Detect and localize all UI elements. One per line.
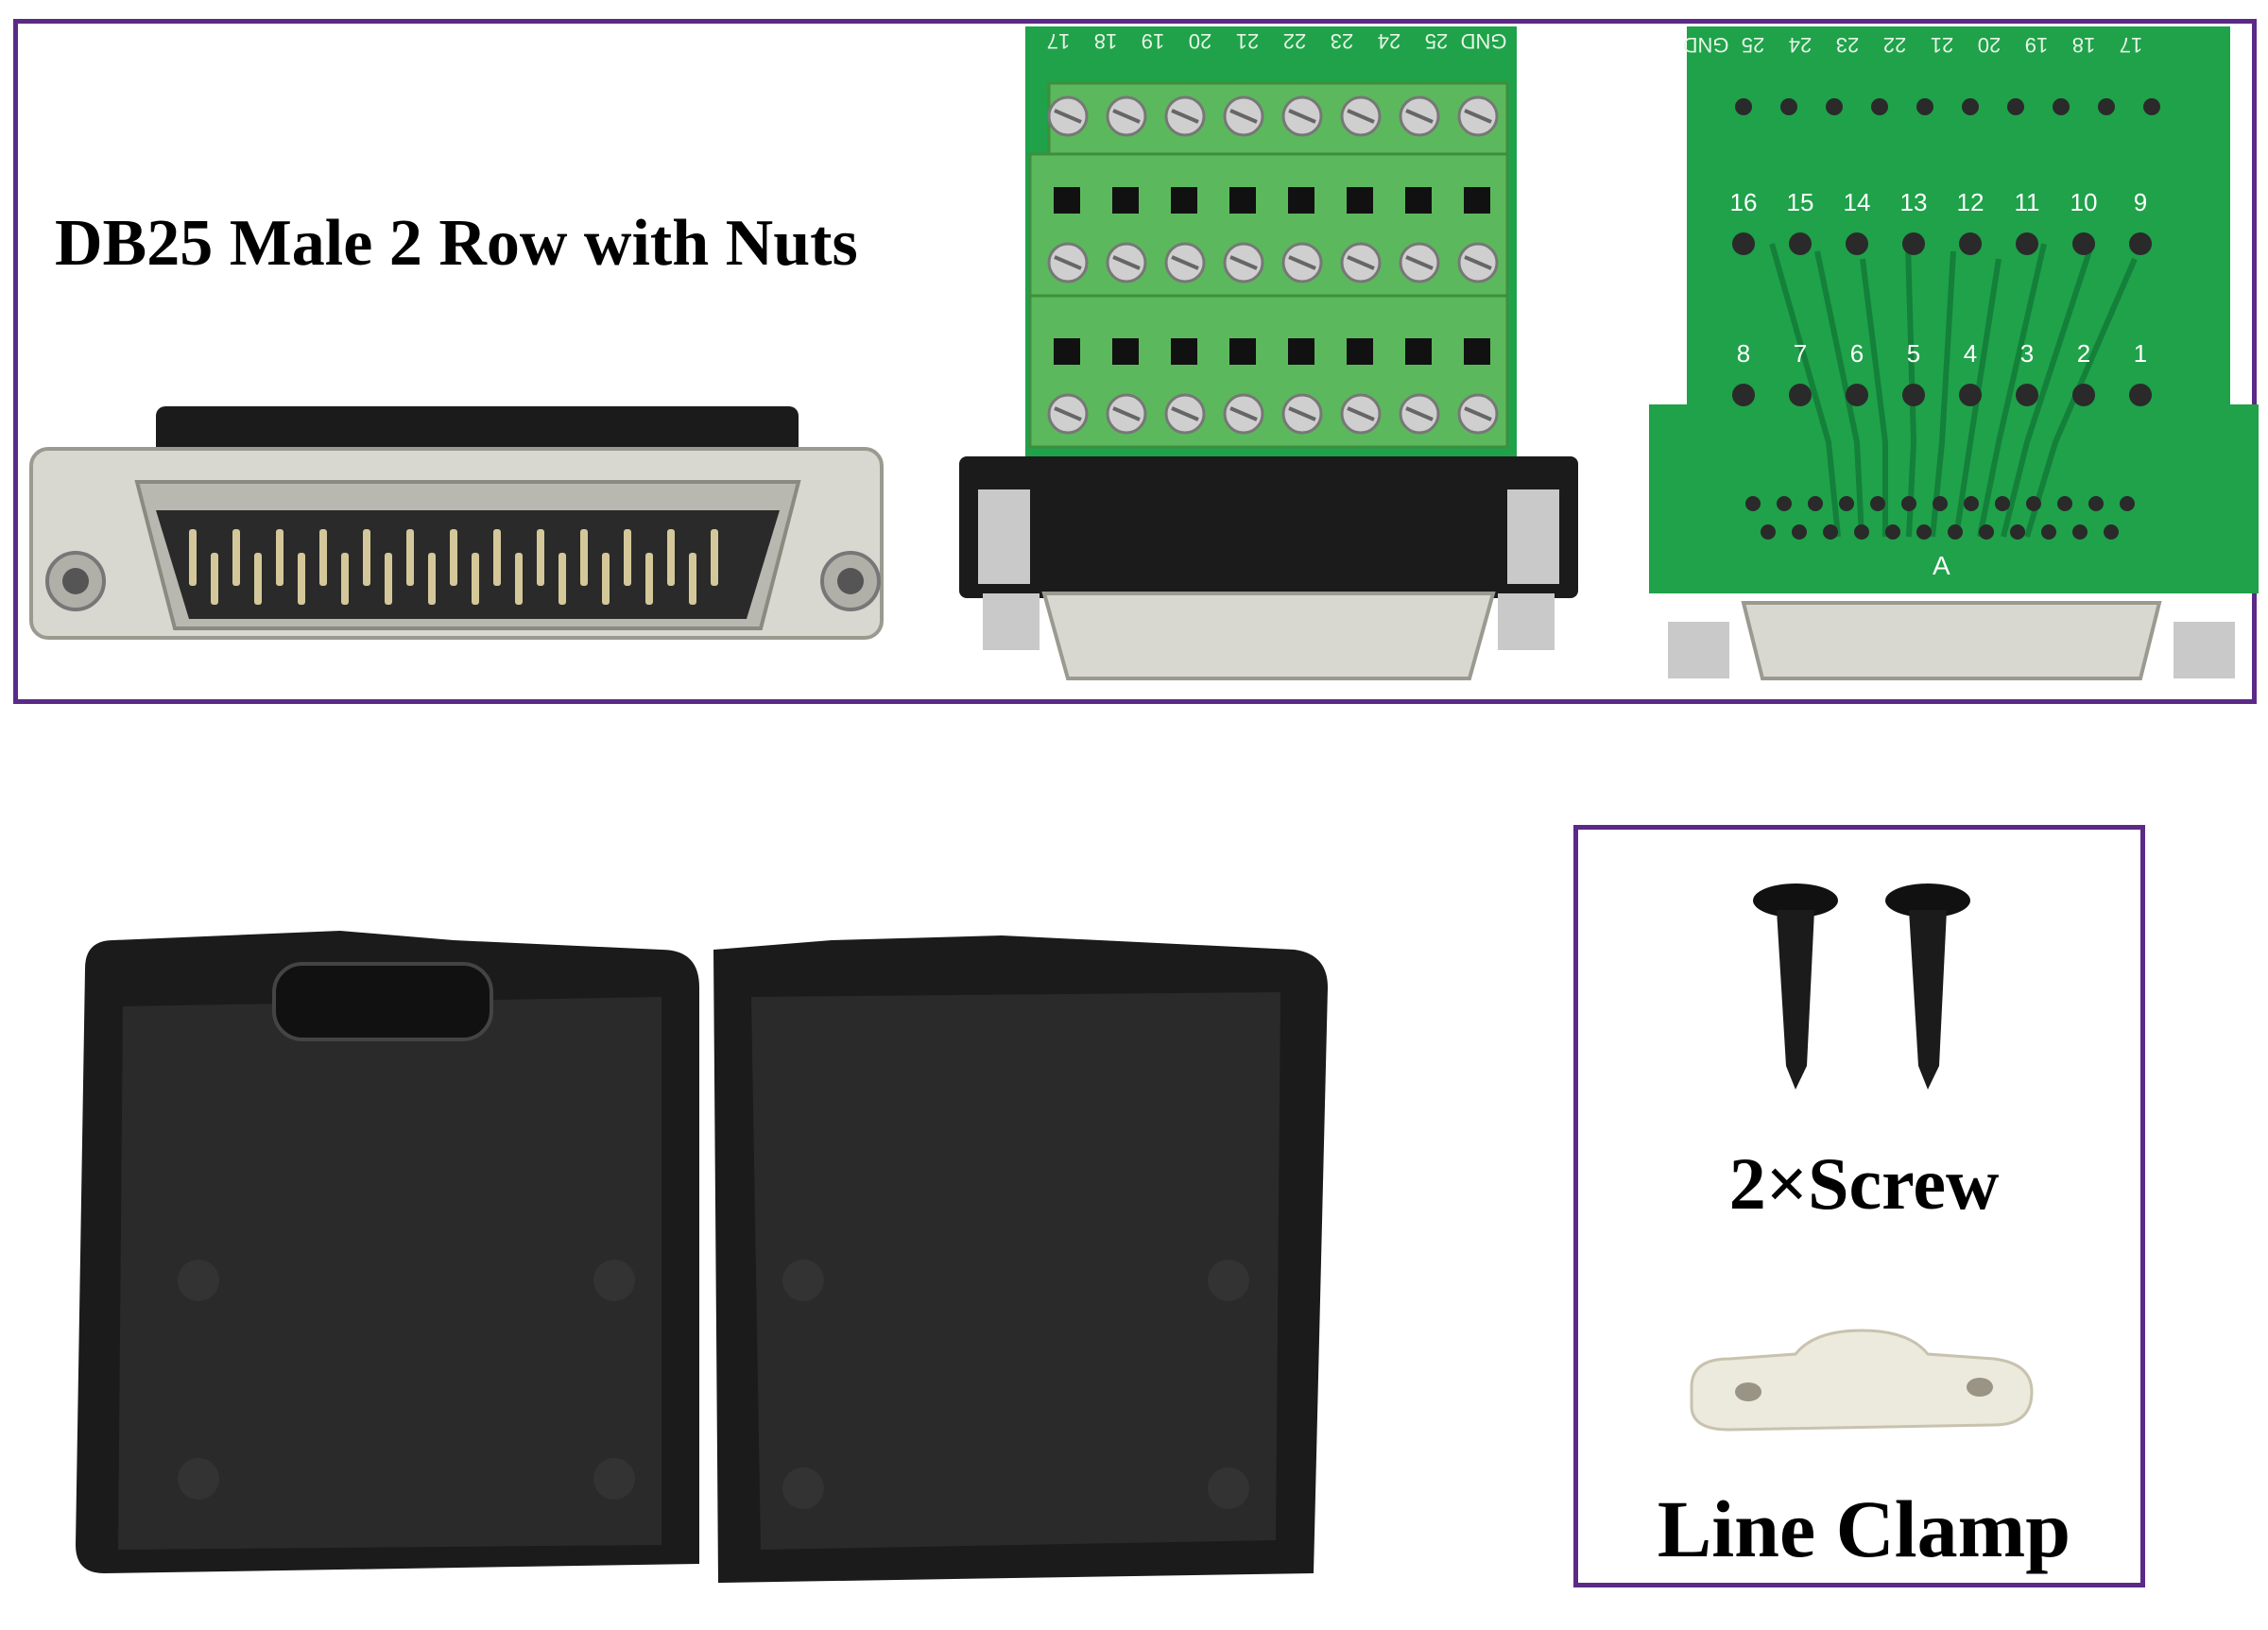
line-clamp-photo <box>1690 1329 2034 1432</box>
pin-label: 17 <box>1047 29 1070 53</box>
pin-label: 23 <box>1836 33 1859 57</box>
terminal-board-front-photo: GND 25 24 23 22 21 20 19 18 17 <box>959 26 1578 680</box>
pin-label: 20 <box>1189 29 1211 53</box>
pin-label: 18 <box>2072 33 2095 57</box>
pin-label: 17 <box>2120 33 2142 57</box>
screw-label: 2×Screw <box>1728 1142 2000 1225</box>
pin-label: 14 <box>1844 188 1871 216</box>
pin-label: 5 <box>1907 339 1920 368</box>
pin-label: 2 <box>2077 339 2090 368</box>
pin-label: 21 <box>1236 29 1259 53</box>
screw-photo <box>1753 884 1970 1090</box>
pin-label: 19 <box>2025 33 2048 57</box>
product-frame <box>13 19 2257 704</box>
pin-label: 15 <box>1787 188 1814 216</box>
accessories-frame: 2×Screw Line Clamp <box>1573 825 2145 1587</box>
pin-label: 4 <box>1964 339 1977 368</box>
pin-label: 13 <box>1900 188 1928 216</box>
pin-label: GND <box>1461 29 1507 53</box>
board-marker: A <box>1933 551 1950 580</box>
black-hood-photo <box>76 931 1328 1583</box>
pin-label: 12 <box>1957 188 1984 216</box>
pin-label: 25 <box>1742 33 1764 57</box>
pin-label: 22 <box>1283 29 1306 53</box>
db25-connector-photo <box>29 406 884 640</box>
product-title: DB25 Male 2 Row with Nuts <box>55 207 858 280</box>
pin-label: 20 <box>1978 33 2001 57</box>
pin-label: 16 <box>1730 188 1758 216</box>
pin-label: 25 <box>1425 29 1448 53</box>
pin-label: 11 <box>2015 188 2040 216</box>
pin-label: 18 <box>1094 29 1117 53</box>
pin-label: 23 <box>1331 29 1353 53</box>
pin-label: GND <box>1683 33 1729 57</box>
pin-label: 21 <box>1931 33 1953 57</box>
pin-label: 1 <box>2134 339 2147 368</box>
pin-label: 24 <box>1378 29 1400 53</box>
pin-label: 24 <box>1789 33 1812 57</box>
pin-label: 19 <box>1142 29 1164 53</box>
pin-label: 10 <box>2070 188 2098 216</box>
clamp-label: Line Clamp <box>1657 1484 2071 1574</box>
pin-label: 7 <box>1794 339 1807 368</box>
pin-label: 8 <box>1737 339 1750 368</box>
pin-label: 6 <box>1850 339 1864 368</box>
pin-label: 22 <box>1883 33 1906 57</box>
pin-label: 9 <box>2134 188 2147 216</box>
pin-label: 3 <box>2020 339 2034 368</box>
